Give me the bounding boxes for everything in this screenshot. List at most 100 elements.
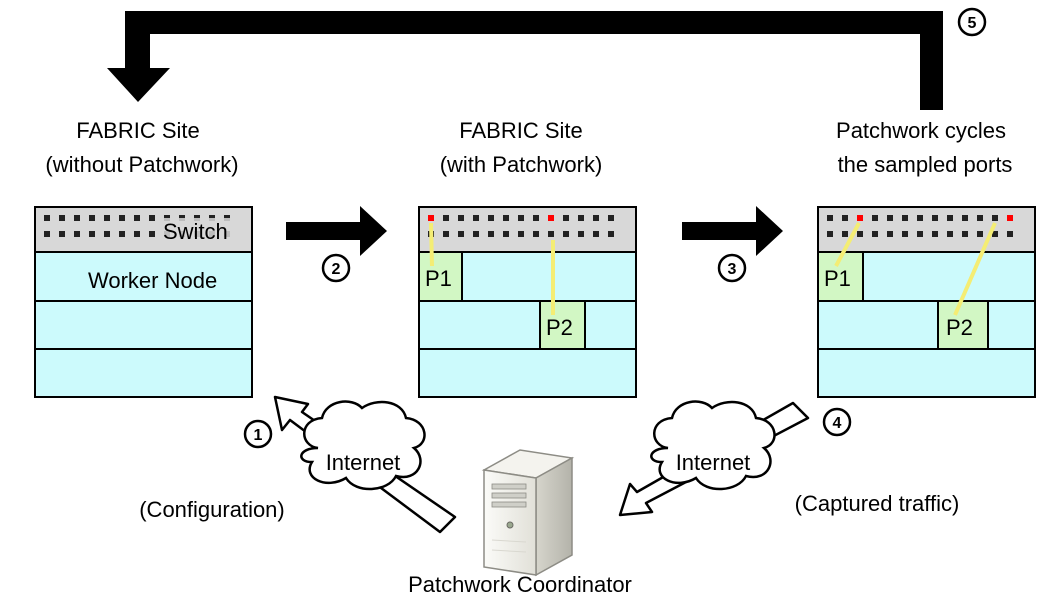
switch-port: [89, 231, 95, 237]
switch-port: [962, 231, 968, 237]
internet-label-right: Internet: [676, 450, 751, 475]
switch-port: [104, 215, 110, 221]
coordinator-label: Patchwork Coordinator: [408, 572, 632, 597]
switch-port: [593, 231, 599, 237]
switch-port: [887, 231, 893, 237]
switch-port: [827, 215, 833, 221]
svg-text:(with Patchwork): (with Patchwork): [440, 152, 603, 177]
server-icon: [481, 449, 575, 577]
switch-port: [458, 215, 464, 221]
pod-p2: [937, 300, 989, 350]
switch-port: [977, 215, 983, 221]
svg-text:1: 1: [254, 427, 263, 444]
switch-port: [548, 231, 554, 237]
switch-port: [608, 231, 614, 237]
svg-text:5: 5: [968, 15, 977, 32]
switch-port: [134, 231, 140, 237]
switch-port: [947, 215, 953, 221]
active-port: [1007, 215, 1013, 221]
switch-port: [488, 215, 494, 221]
switch-port: [44, 231, 50, 237]
switch-port: [518, 215, 524, 221]
arrow-step-2: [286, 206, 387, 256]
switch-port: [992, 231, 998, 237]
switch-port: [74, 215, 80, 221]
switch-port: [578, 215, 584, 221]
active-port: [857, 215, 863, 221]
switch-port: [44, 215, 50, 221]
switch-port: [503, 231, 509, 237]
internet-label-left: Internet: [326, 450, 401, 475]
step-2-badge: 2: [321, 253, 351, 283]
active-port: [428, 215, 434, 221]
svg-text:3: 3: [728, 261, 737, 278]
step-1-badge: 1: [243, 419, 273, 449]
switch-port: [149, 231, 155, 237]
switch-port: [443, 215, 449, 221]
svg-text:FABRIC Site: FABRIC Site: [459, 118, 582, 143]
switch-port: [518, 231, 524, 237]
pod-p2: [539, 300, 586, 350]
switch-port: [827, 231, 833, 237]
switch-port: [842, 231, 848, 237]
feedback-arrow: [107, 11, 943, 110]
worker-node-label: Worker Node: [88, 268, 217, 293]
mirror-link-p2: [953, 222, 997, 316]
switch-port: [458, 231, 464, 237]
switch-port: [962, 215, 968, 221]
mirror-link-p1: [834, 222, 861, 267]
switch-port: [902, 215, 908, 221]
switch-port: [59, 231, 65, 237]
site-2-title: FABRIC Site (with Patchwork): [440, 118, 603, 177]
svg-text:FABRIC Site: FABRIC Site: [76, 118, 199, 143]
internet-cloud-left: [300, 400, 426, 491]
switch-port: [917, 215, 923, 221]
configuration-label: (Configuration): [139, 497, 285, 522]
switch-port: [134, 215, 140, 221]
switch-port: [473, 215, 479, 221]
switch-port: [119, 231, 125, 237]
switch-port: [503, 215, 509, 221]
switch-port: [119, 215, 125, 221]
switch-label: Switch: [163, 219, 228, 244]
switch-port: [59, 215, 65, 221]
site-without-patchwork: Switch Worker Node: [34, 206, 253, 398]
switch-port: [104, 231, 110, 237]
switch-port: [872, 231, 878, 237]
switch-port: [872, 215, 878, 221]
switch-port: [563, 231, 569, 237]
switch-port: [992, 215, 998, 221]
switch-port: [593, 215, 599, 221]
site-1-title: FABRIC Site (without Patchwork): [45, 118, 238, 177]
switch-port: [74, 231, 80, 237]
switch-port: [977, 231, 983, 237]
switch-port: [1007, 231, 1013, 237]
switch-port: [887, 215, 893, 221]
svg-text:P2: P2: [946, 315, 973, 340]
switch-port: [563, 215, 569, 221]
switch-port: [917, 231, 923, 237]
switch-port: [857, 231, 863, 237]
switch-port: [947, 231, 953, 237]
switch-port: [902, 231, 908, 237]
internet-cloud-right: [650, 400, 776, 491]
site-cycling-ports: P1 P2: [817, 206, 1036, 398]
step-4-badge: 4: [822, 407, 852, 437]
switch-port: [932, 215, 938, 221]
switch-port: [443, 231, 449, 237]
switch-port: [533, 231, 539, 237]
switch-port: [488, 231, 494, 237]
switch-port: [608, 215, 614, 221]
svg-text:P1: P1: [425, 266, 452, 291]
switch-port: [932, 231, 938, 237]
svg-text:the sampled ports: the sampled ports: [838, 152, 1013, 177]
switch-port: [89, 215, 95, 221]
arrow-step-3: [682, 206, 783, 256]
switch: [818, 207, 1035, 252]
svg-text:P2: P2: [546, 315, 573, 340]
site-3-title: Patchwork cycles the sampled ports: [836, 118, 1012, 177]
svg-text:(without Patchwork): (without Patchwork): [45, 152, 238, 177]
switch-port: [533, 215, 539, 221]
svg-text:P1: P1: [824, 266, 851, 291]
switch: [419, 207, 636, 252]
